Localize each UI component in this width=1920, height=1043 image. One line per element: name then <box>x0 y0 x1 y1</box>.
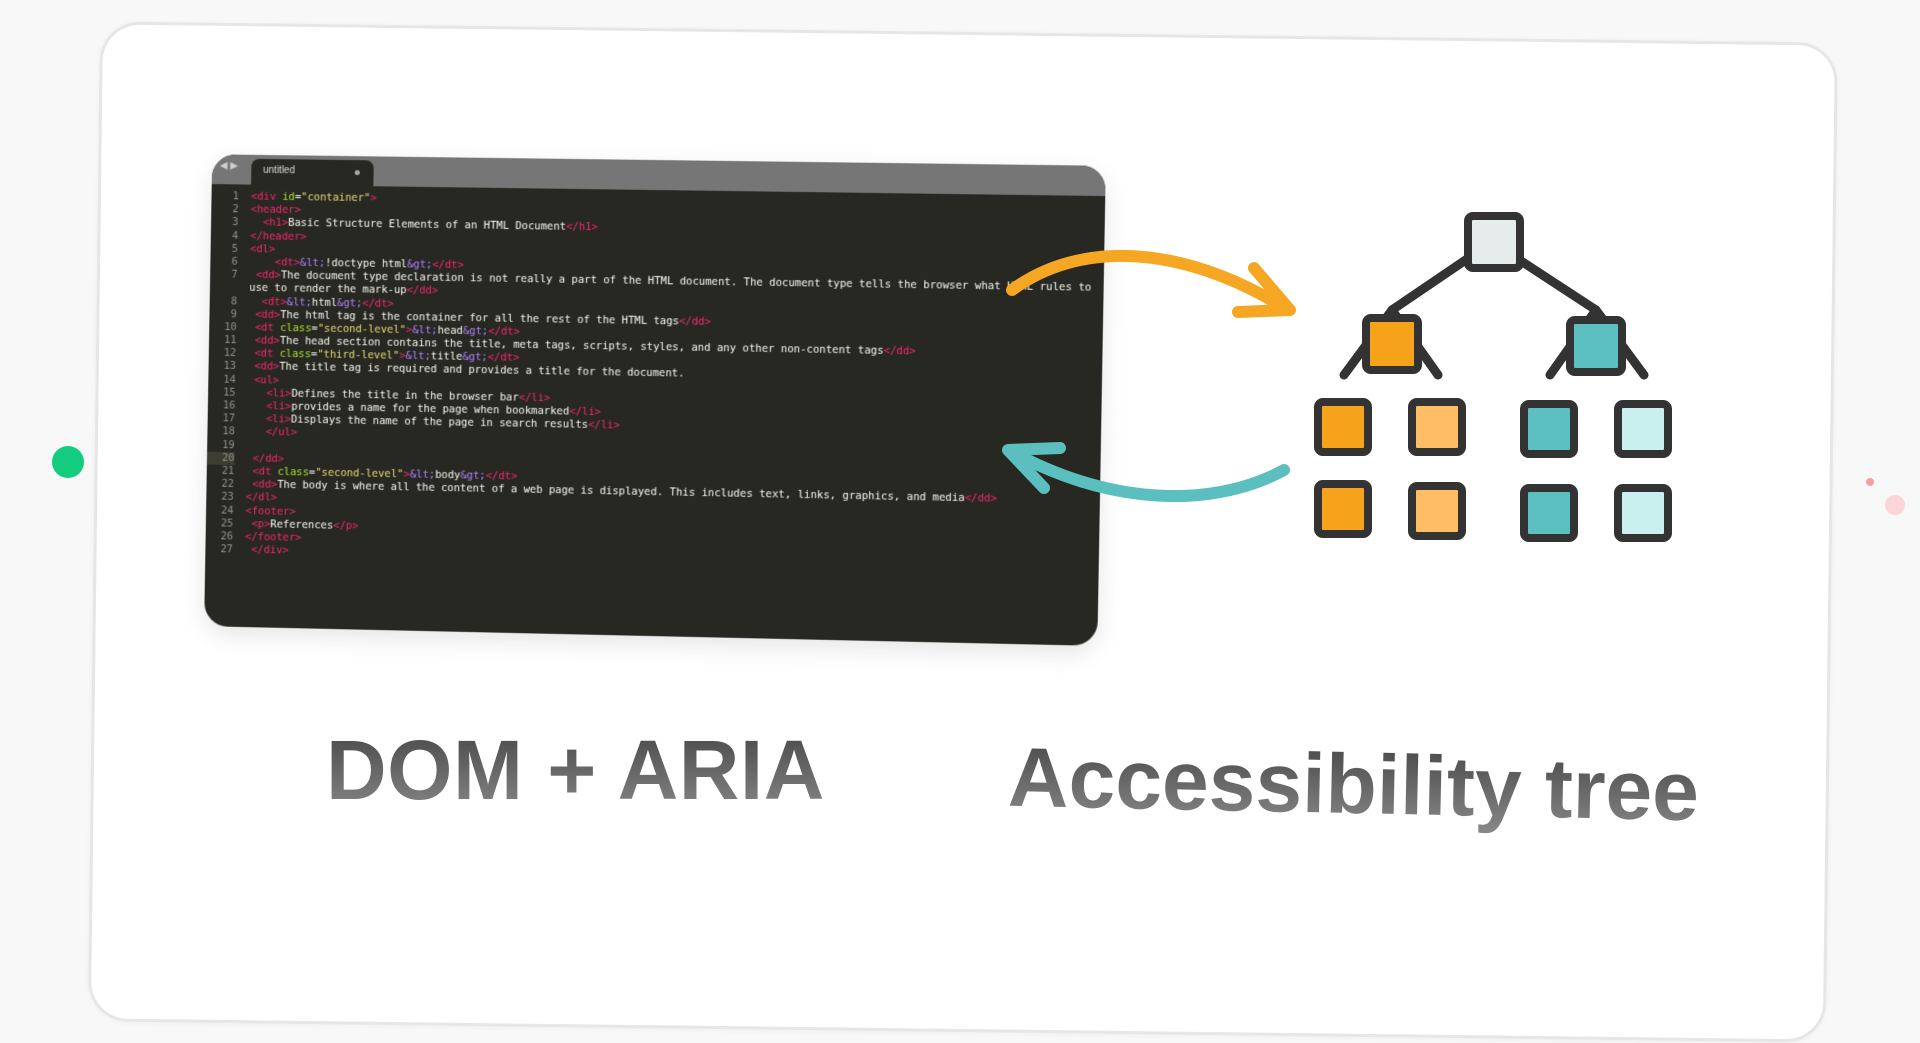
tree-node-orange-icon <box>1362 314 1422 374</box>
line-number: 21 <box>221 464 235 477</box>
green-dot-decoration <box>52 446 84 478</box>
line-number: 19 <box>222 438 235 451</box>
line-number: 9 <box>230 308 238 321</box>
tree-node-light-teal-icon <box>1614 484 1672 542</box>
line-number: 11 <box>223 334 237 347</box>
line-number: 27 <box>220 543 234 556</box>
tree-node-light-teal-icon <box>1614 400 1672 458</box>
line-number: 18 <box>222 425 236 438</box>
line-number: 23 <box>221 490 234 504</box>
editor-tab-title: untitled <box>263 164 295 177</box>
pink-dot-decoration-large <box>1885 495 1905 515</box>
line-number: 17 <box>222 412 236 425</box>
line-number: 2 <box>232 203 239 216</box>
line-number: 14 <box>223 373 236 386</box>
pink-dot-decoration-small <box>1866 478 1874 486</box>
label-dom-aria: DOM + ARIA <box>326 723 825 817</box>
line-number: 5 <box>231 242 239 255</box>
tree-node-light-orange-icon <box>1408 482 1466 540</box>
line-number: 26 <box>220 530 234 543</box>
line-number: 16 <box>222 399 236 412</box>
tree-node-teal-icon <box>1520 400 1578 458</box>
line-number: 15 <box>223 386 236 399</box>
line-number: 13 <box>223 360 237 373</box>
tree-node-orange-icon <box>1314 398 1372 456</box>
tree-node-teal-icon <box>1566 316 1626 376</box>
accessibility-tree-diagram <box>1314 212 1672 542</box>
line-number: 7 <box>231 268 238 281</box>
line-number: 12 <box>223 347 237 360</box>
line-number: 1 <box>232 190 240 203</box>
code-area[interactable]: 1<div id="container">2<header>3 <h1>Basi… <box>204 190 1105 646</box>
tab-scroll-arrows-icon[interactable]: ◀ ▶ <box>219 160 238 172</box>
tree-node-teal-icon <box>1520 484 1578 542</box>
tree-node-orange-icon <box>1314 480 1372 538</box>
tree-root-node-icon <box>1464 212 1524 272</box>
label-accessibility-tree: Accessibility tree <box>1007 729 1700 839</box>
line-number: 4 <box>231 229 239 242</box>
unsaved-dot-icon[interactable] <box>354 170 360 176</box>
line-number: 20 <box>206 451 235 466</box>
line-number: 22 <box>221 477 235 491</box>
line-number: 25 <box>220 517 234 530</box>
editor-tab-untitled[interactable]: untitled <box>251 158 374 187</box>
line-number: 3 <box>232 216 239 229</box>
line-number: 10 <box>224 321 237 334</box>
code-editor-window: ◀ ▶ untitled 1<div id="container">2<head… <box>204 154 1106 646</box>
line-number: 24 <box>220 504 234 517</box>
tree-nodes <box>1314 212 1672 542</box>
line-number: 6 <box>231 255 239 268</box>
tree-node-light-orange-icon <box>1408 398 1466 456</box>
line-number: 8 <box>230 294 238 307</box>
